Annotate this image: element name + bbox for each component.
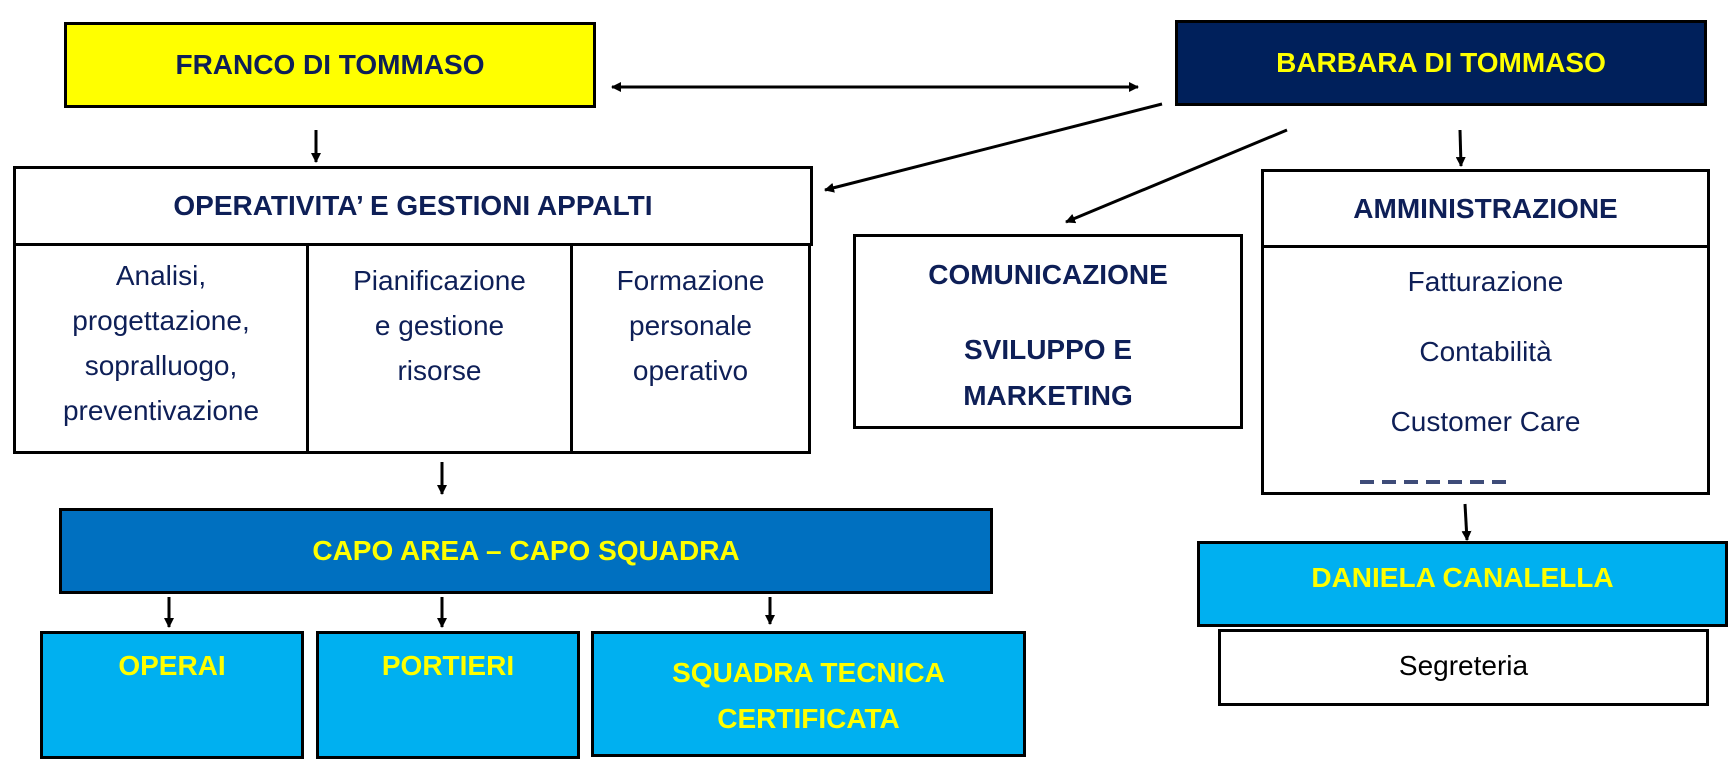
operativita-columns [13,243,811,454]
operativita-column-analisi-line: preventivazione [62,395,260,426]
operativita-header: OPERATIVITA’ E GESTIONI APPALTI [13,166,813,246]
operativita-column-pianificazione-line: e gestione [374,310,505,341]
barbara-di-tommaso-label: BARBARA DI TOMMASO [1276,47,1606,78]
certificata-line: CERTIFICATA [717,703,900,734]
connector-barbara-operativita [824,102,1163,193]
operativita-column-formazione-line: Formazione [616,265,765,296]
franco-di-tommaso-box: FRANCO DI TOMMASO [64,22,596,108]
operativita-divider-2 [570,243,573,454]
operativita-title: OPERATIVITA’ E GESTIONI APPALTI [173,190,653,221]
operativita-column-analisi-line: sopralluogo, [84,350,238,381]
amministrazione-item: Customer Care [1390,406,1581,437]
amministrazione-title: AMMINISTRAZIONE [1353,192,1618,224]
sviluppo-line: SVILUPPO E [963,334,1133,365]
squadra-tecnica-box: SQUADRA TECNICA CERTIFICATA [591,631,1026,757]
operativita-column-analisi-line: progettazione, [72,305,250,336]
comunicazione-box: COMUNICAZIONE SVILUPPO E MARKETING [853,234,1243,429]
amministrazione-header: AMMINISTRAZIONE [1261,169,1710,248]
capo-area-label: CAPO AREA – CAPO SQUADRA [312,535,740,566]
operativita-column-formazione-line: personale [629,310,752,341]
operativita-column-analisi-line: Analisi, [115,260,207,291]
operativita-column-pianificazione-line: Pianificazione [353,265,526,296]
comunicazione-line: COMUNICAZIONE [928,259,1168,290]
connector-amministrazione-daniela [1461,503,1472,541]
operativita-column-pianificazione: Pianificazione e gestione risorse [309,258,570,393]
franco-di-tommaso-label: FRANCO DI TOMMASO [175,49,485,80]
amministrazione-item: Fatturazione [1407,266,1564,297]
portieri-label: PORTIERI [381,650,515,681]
marketing-line: MARKETING [963,380,1133,411]
daniela-canalella-box: DANIELA CANALELLA [1197,541,1728,627]
segreteria-label: Segreteria [1398,650,1529,681]
operai-box: OPERAI [40,631,304,759]
amministrazione-clipped-text [1360,480,1510,484]
amministrazione-item: Contabilità [1419,336,1552,367]
operativita-divider-1 [306,243,309,454]
daniela-canalella-label: DANIELA CANALELLA [1311,562,1614,593]
operativita-column-formazione-line: operativo [632,355,749,386]
barbara-di-tommaso-box: BARBARA DI TOMMASO [1175,20,1707,106]
connector-barbara-amministrazione [1455,129,1466,167]
squadra-tecnica-line: SQUADRA TECNICA [672,657,945,688]
connector-barbara-comunicazione [1065,128,1288,224]
operai-label: OPERAI [118,650,226,681]
amministrazione-list [1261,245,1710,495]
capo-area-box: CAPO AREA – CAPO SQUADRA [59,508,993,594]
operativita-column-formazione: Formazione personale operativo [573,258,808,393]
segreteria-box: Segreteria [1218,629,1709,706]
portieri-box: PORTIERI [316,631,580,759]
operativita-column-pianificazione-line: risorse [397,355,482,386]
operativita-column-analisi: Analisi, progettazione, sopralluogo, pre… [16,253,306,433]
